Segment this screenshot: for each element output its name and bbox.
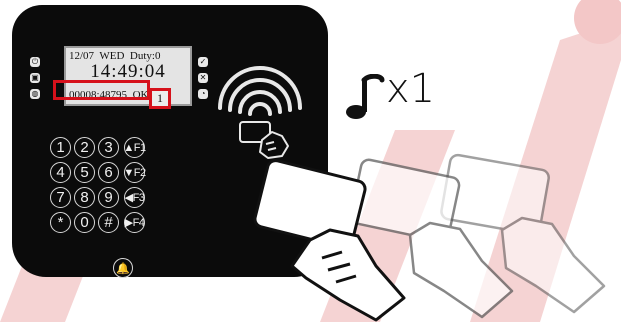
key-f3[interactable]: ◀F3 xyxy=(124,187,145,208)
key-hash[interactable]: # xyxy=(98,212,119,233)
key-9[interactable]: 9 xyxy=(98,187,119,208)
key-7[interactable]: 7 xyxy=(50,187,71,208)
cards-swipe-illustration xyxy=(240,140,621,322)
key-3[interactable]: 3 xyxy=(98,137,119,158)
doorbell-button[interactable]: 🔔 xyxy=(113,258,133,278)
power-icon[interactable]: ⏻ xyxy=(30,57,40,67)
card-number-highlight xyxy=(53,80,150,100)
doorbell-icon: 🔔 xyxy=(116,262,130,275)
key-f4[interactable]: ▶F4 xyxy=(124,212,145,233)
key-0[interactable]: 0 xyxy=(74,212,95,233)
beep-count-label: x1 xyxy=(386,69,435,109)
key-5[interactable]: 5 xyxy=(74,162,95,183)
key-f1[interactable]: ▲F1 xyxy=(124,137,145,158)
key-8[interactable]: 8 xyxy=(74,187,95,208)
lcd-count: 1 xyxy=(157,91,163,106)
key-6[interactable]: 6 xyxy=(98,162,119,183)
menu-icon[interactable]: ◍ xyxy=(30,89,40,99)
key-f2[interactable]: ▼F2 xyxy=(124,162,145,183)
rfid-waves-icon xyxy=(220,68,300,114)
count-highlight: 1 xyxy=(149,88,171,109)
key-star[interactable]: * xyxy=(50,212,71,233)
key-4[interactable]: 4 xyxy=(50,162,71,183)
lcd-time-text: 14:49:04 xyxy=(90,61,166,82)
lock-icon[interactable]: ▣ xyxy=(30,73,40,83)
key-2[interactable]: 2 xyxy=(74,137,95,158)
key-1[interactable]: 1 xyxy=(50,137,71,158)
